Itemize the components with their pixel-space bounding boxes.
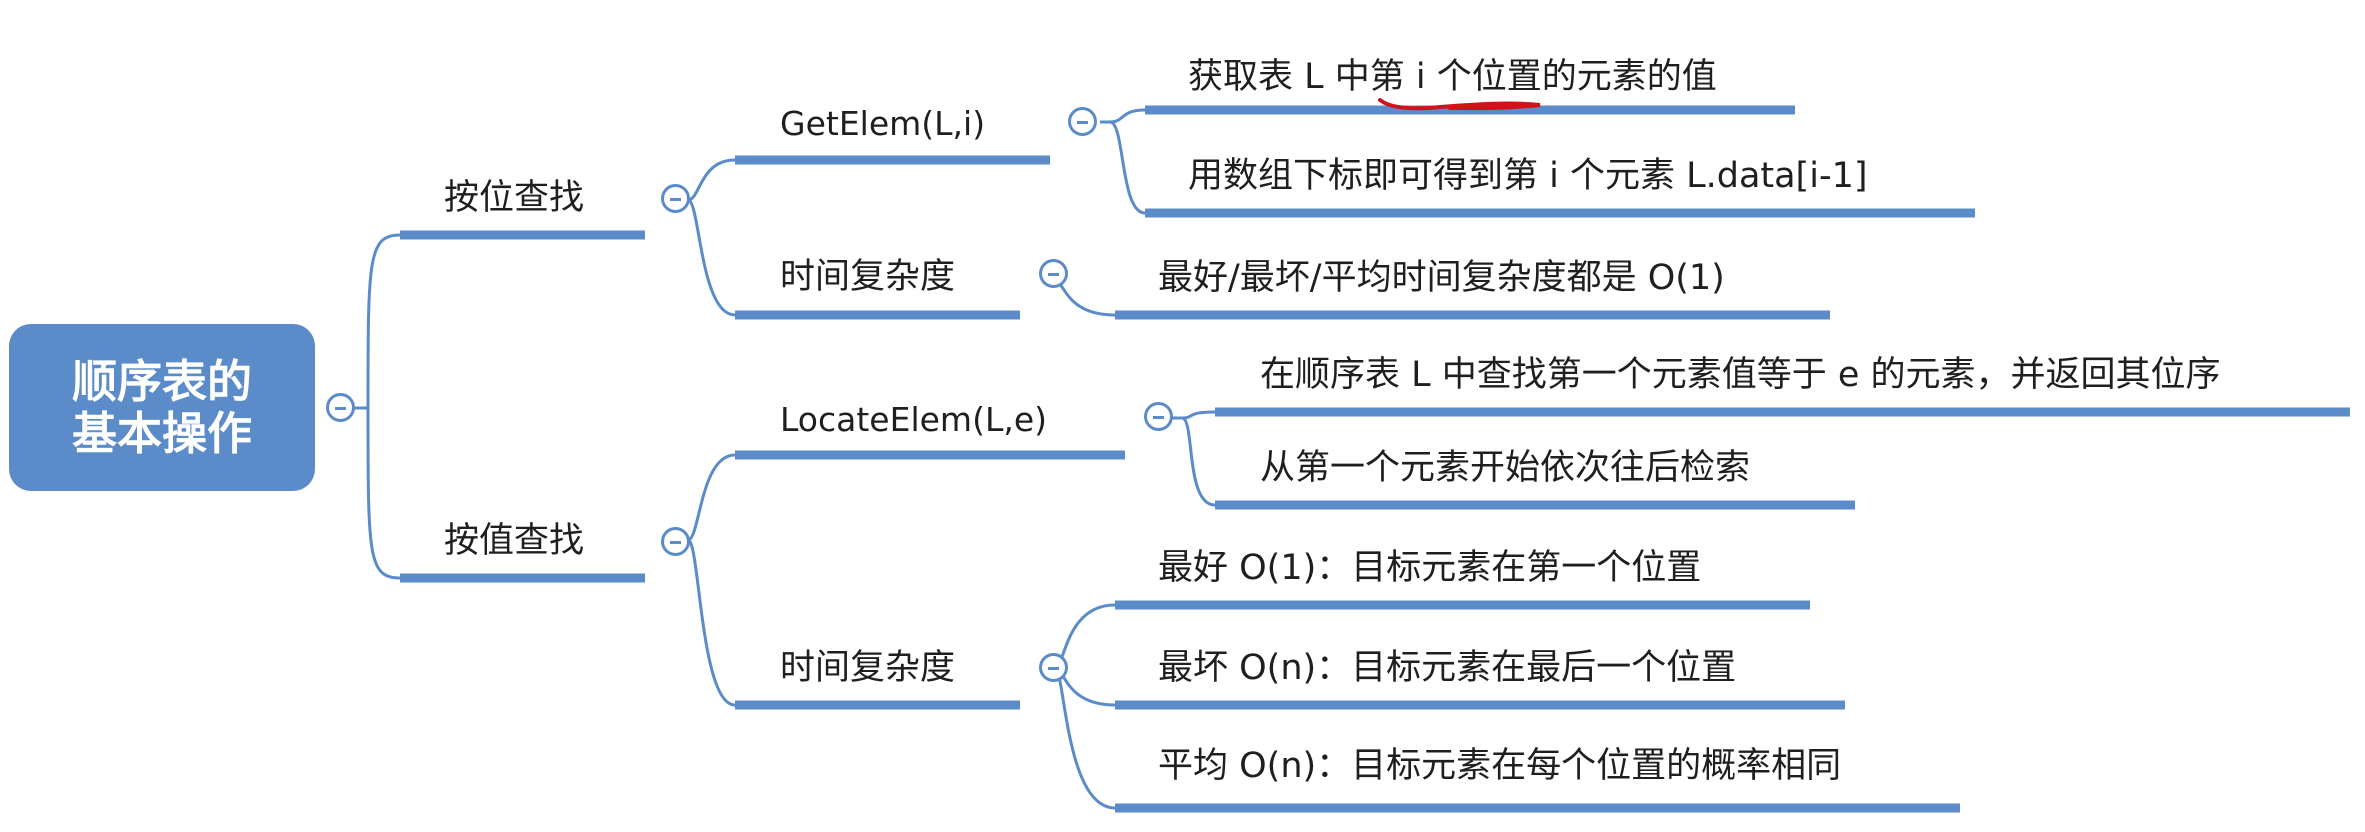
leaf-text: 从第一个元素开始依次往后检索 xyxy=(1260,448,1751,488)
leaf-text: 用数组下标即可得到第 i 个元素 L.data[i-1] xyxy=(1188,156,1868,196)
collapse-minus-icon[interactable] xyxy=(1039,259,1068,288)
collapse-minus-icon[interactable] xyxy=(1068,107,1097,136)
leaf-text: 最好/最坏/平均时间复杂度都是 O(1) xyxy=(1158,258,1725,298)
node-locateelem[interactable]: LocateElem(L,e) xyxy=(780,400,1047,439)
leaf-text: 获取表 L 中第 i 个位置的元素的值 xyxy=(1188,57,1717,97)
collapse-minus-icon[interactable] xyxy=(661,184,690,213)
node-time-complexity[interactable]: 时间复杂度 xyxy=(780,648,956,688)
root-node[interactable]: 顺序表的基本操作 xyxy=(9,324,315,491)
node-time-complexity[interactable]: 时间复杂度 xyxy=(780,257,956,297)
leaf-text: 最好 O(1)：目标元素在第一个位置 xyxy=(1158,548,1702,588)
node-getelem[interactable]: GetElem(L,i) xyxy=(780,104,986,143)
red-annotation-underline xyxy=(1378,98,1541,111)
branch-label-position[interactable]: 按位查找 xyxy=(444,178,585,218)
collapse-minus-icon[interactable] xyxy=(1144,402,1173,431)
collapse-minus-icon[interactable] xyxy=(1039,653,1068,682)
leaf-text: 平均 O(n)：目标元素在每个位置的概率相同 xyxy=(1158,746,1842,786)
root-label: 顺序表的基本操作 xyxy=(71,354,252,460)
collapse-minus-icon[interactable] xyxy=(661,527,690,556)
collapse-minus-icon[interactable] xyxy=(326,393,355,422)
leaf-text: 在顺序表 L 中查找第一个元素值等于 e 的元素，并返回其位序 xyxy=(1260,355,2221,395)
branch-label-value[interactable]: 按值查找 xyxy=(444,521,585,561)
leaf-text: 最坏 O(n)：目标元素在最后一个位置 xyxy=(1158,648,1737,688)
